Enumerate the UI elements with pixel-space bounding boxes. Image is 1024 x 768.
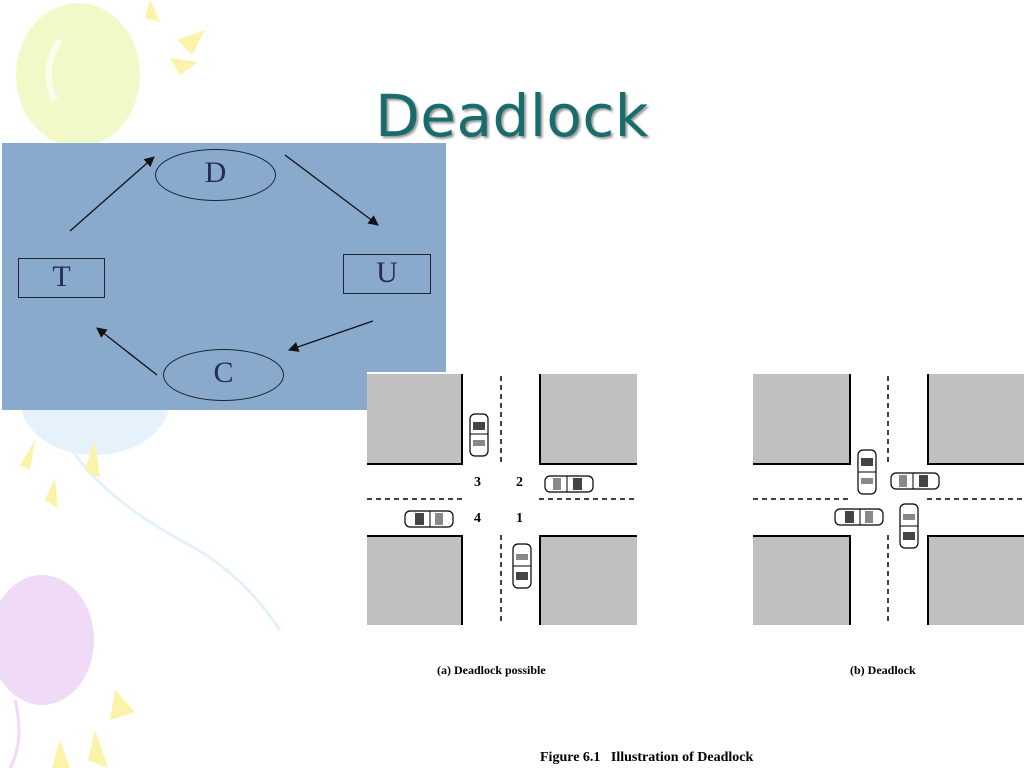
arrow-d-to-u — [284, 154, 379, 226]
block-top-right — [539, 374, 637, 465]
lane-markings — [367, 376, 637, 625]
caption-panel-b: (b) Deadlock — [850, 663, 916, 677]
block-bottom-left — [367, 535, 463, 625]
car-icon — [834, 508, 884, 526]
arrow-c-to-t — [96, 327, 158, 376]
lane-number-2: 2 — [516, 475, 523, 490]
figure-title: Figure 6.1 Illustration of Deadlock — [540, 750, 754, 765]
block-top-left — [367, 374, 463, 465]
deadlock-figure: 3 2 4 1 — [367, 372, 1024, 768]
caption-panel-a: (a) Deadlock possible — [437, 663, 546, 677]
slide-title: Deadlock — [375, 82, 649, 150]
car-icon — [512, 543, 532, 589]
block-top-left — [753, 374, 851, 465]
lane-number-4: 4 — [474, 511, 481, 526]
node-u-label: U — [376, 256, 398, 289]
node-t — [18, 258, 105, 298]
lane-number-3: 3 — [474, 475, 481, 490]
arrow-u-to-c — [288, 320, 374, 352]
cycle-arrows — [69, 154, 379, 376]
block-bottom-left — [753, 535, 851, 625]
car-icon — [899, 503, 919, 549]
lane-markings — [753, 376, 1023, 625]
node-u — [343, 254, 431, 294]
block-bottom-right — [927, 535, 1024, 625]
resource-cycle-diagram: D U C T — [2, 143, 446, 410]
block-top-right — [927, 374, 1024, 465]
node-d — [155, 149, 276, 201]
panel-b-deadlock — [753, 372, 1024, 627]
car-icon — [890, 472, 940, 490]
block-bottom-right — [539, 535, 637, 625]
car-icon — [404, 510, 454, 528]
car-icon — [544, 475, 594, 493]
arrow-t-to-d — [69, 156, 155, 232]
node-t-label: T — [52, 260, 71, 293]
node-d-label: D — [204, 156, 227, 189]
lane-number-1: 1 — [516, 511, 523, 526]
panel-a-deadlock-possible: 3 2 4 1 — [367, 372, 637, 627]
car-icon — [469, 413, 489, 457]
car-icon — [857, 449, 877, 495]
node-c — [163, 349, 284, 401]
node-c-label: C — [213, 356, 234, 389]
